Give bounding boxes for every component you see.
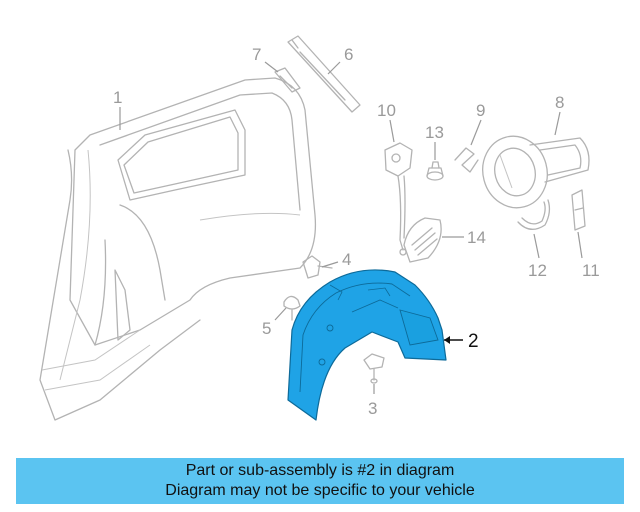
spring-part-9 [454,147,479,173]
callout-2: 2 [468,331,479,352]
retainer-part-4 [302,255,333,279]
push-clip-part-5 [283,295,301,321]
vent-part-14 [403,217,442,263]
leader-lines [119,61,583,394]
callout-5: 5 [262,319,271,338]
callout-14: 14 [467,228,486,247]
hose-part-12 [517,199,551,230]
info-banner: Part or sub-assembly is #2 in diagram Di… [16,458,624,504]
callout-8: 8 [555,93,564,112]
clip-part-7 [274,67,301,93]
callout-10: 10 [377,101,396,120]
callout-9: 9 [476,101,485,120]
callout-6: 6 [344,45,353,64]
parts-diagram: 1 6 7 10 13 9 8 11 12 14 4 5 3 2 [39,35,600,421]
callout-4: 4 [342,250,351,269]
callout-12: 12 [528,261,547,280]
banner-line-disclaimer: Diagram may not be specific to your vehi… [165,482,475,499]
callout-3: 3 [368,399,377,418]
callout-1: 1 [113,88,122,107]
bracket-part-11 [571,189,586,231]
callout-13: 13 [425,123,444,142]
quarter-panel-part-1 [39,77,317,421]
grommet-part-13 [426,161,444,181]
actuator-part-10 [384,142,413,256]
wheelhouse-liner-part-2 [287,269,447,421]
banner-line-part-number: Part or sub-assembly is #2 in diagram [185,462,455,479]
callout-11: 11 [582,261,600,280]
fuel-door-part-8 [482,135,590,209]
trim-strip-part-6 [287,35,361,113]
screw-part-3 [363,353,385,384]
callout-7: 7 [252,45,261,64]
